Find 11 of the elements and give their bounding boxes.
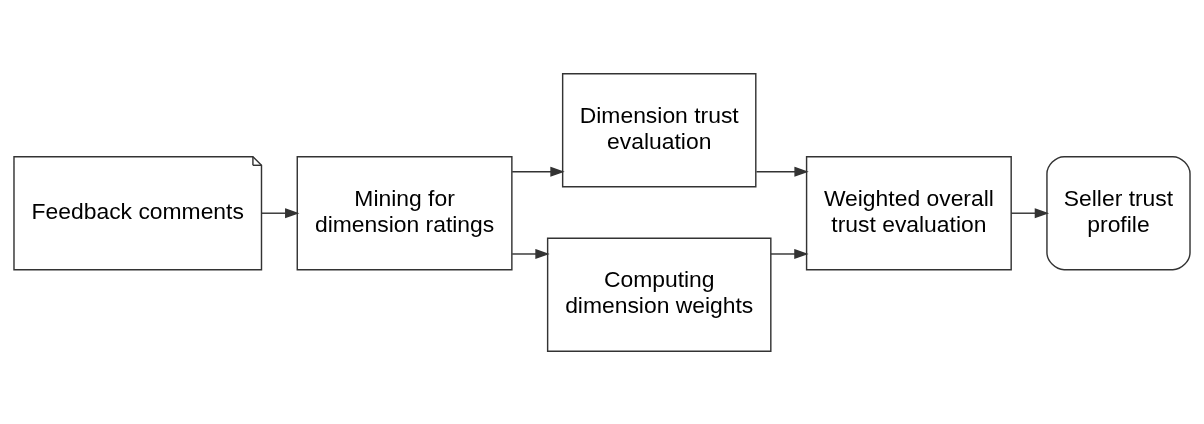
arrow: [755, 166, 809, 177]
node-box: Seller trust profile: [1046, 155, 1191, 270]
arrow: [261, 207, 300, 218]
arrow: [511, 248, 550, 259]
node-box: Mining for dimension ratings: [296, 155, 513, 270]
node-box: Computing dimension weights: [546, 237, 772, 352]
node-box: Weighted overall trust evaluation: [805, 155, 1012, 270]
arrow: [511, 166, 565, 177]
arrow: [770, 248, 809, 259]
node-box: Dimension trust evaluation: [561, 72, 757, 187]
arrow: [1010, 207, 1050, 218]
